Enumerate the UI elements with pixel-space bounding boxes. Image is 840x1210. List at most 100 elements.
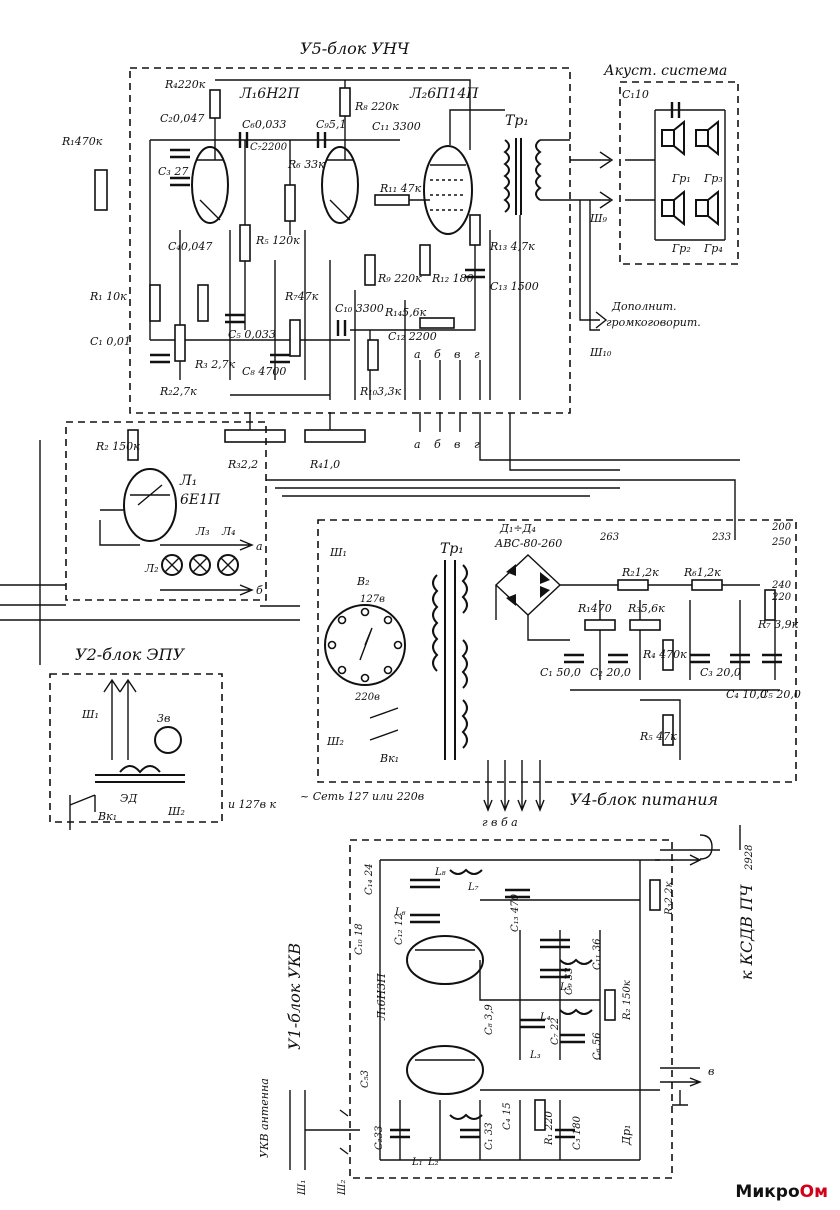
speaker-gr1-label: Гр₁ bbox=[671, 172, 691, 185]
u1-tube-label: Л₁6Н3П bbox=[375, 973, 388, 1021]
u1-c14-label: C₁₄ 24 bbox=[364, 863, 375, 895]
u2-a-label: а bbox=[256, 540, 263, 553]
u4-c1-label: C₁ 50,0 bbox=[540, 666, 581, 679]
u4-block-title: У4-блок питания bbox=[570, 790, 718, 809]
u4-c4-label: C₄ 10,0 bbox=[726, 688, 767, 701]
speaker-gr2-icon bbox=[661, 189, 685, 227]
u4-c5 bbox=[762, 653, 782, 664]
u5-r1b-label: R₁ 10к bbox=[89, 290, 127, 303]
u1-c11-label: C₁₁ 36 bbox=[592, 938, 603, 970]
u1-antenna-label: УКВ антенна bbox=[258, 1078, 271, 1158]
u2-sh2-label: Ш₂ bbox=[167, 805, 185, 818]
u5-r14 bbox=[419, 317, 455, 329]
u1-c13-label: C₁₃ 470 bbox=[510, 893, 521, 932]
u5-c6-label: C₆0,033 bbox=[242, 118, 286, 131]
u4-c2-label: C₂ 20,0 bbox=[590, 666, 631, 679]
u5-letter-b-bottom: б bbox=[434, 438, 441, 451]
u1-l6-label: L₆ bbox=[394, 907, 406, 918]
u4-block-border bbox=[317, 519, 797, 783]
u5-letter-g-bottom: г bbox=[474, 438, 480, 451]
u5-r11 bbox=[374, 194, 410, 206]
speaker-gr2-label: Гр₂ bbox=[671, 242, 691, 255]
u1-c2 bbox=[390, 1128, 410, 1139]
u5-c9 bbox=[316, 132, 327, 148]
u5-r3 bbox=[197, 284, 209, 322]
u5-r1b bbox=[149, 284, 161, 322]
u5-tube-l2: Л₂6П14П bbox=[409, 86, 479, 235]
u5-r13 bbox=[469, 214, 481, 246]
speaker-system-title: Акуст. система bbox=[603, 63, 727, 79]
u2-tube-label: 6Е1П bbox=[180, 492, 221, 508]
u5-c9-label: C₉5,1 bbox=[316, 118, 346, 131]
u5-r2 bbox=[174, 324, 186, 362]
u4-switch-vk1[interactable] bbox=[369, 707, 399, 741]
u2-motor-label: 3в bbox=[157, 712, 170, 725]
u1-l2-label: L₂ bbox=[427, 1157, 439, 1168]
u1-r3-label: R₃2,2к bbox=[664, 882, 675, 916]
u4-sh1-label: Ш₁ bbox=[329, 546, 347, 559]
u5-c13 bbox=[465, 268, 485, 279]
u4-r5 bbox=[662, 714, 674, 746]
u1-r2 bbox=[604, 989, 616, 1021]
u5-c13-label: C₁₃ 1500 bbox=[490, 280, 539, 293]
u1-c10-label: C₁₀ 18 bbox=[354, 923, 365, 955]
speaker-c1 bbox=[670, 102, 681, 118]
u4-240v-label: 240 bbox=[771, 580, 792, 591]
u4-c4 bbox=[730, 653, 750, 664]
u1-c9 bbox=[540, 968, 570, 979]
u2-mains-label: и 127в к bbox=[228, 798, 276, 811]
u4-tr1-label: Тр₁ bbox=[440, 541, 464, 557]
u5-r4-label: R₄220к bbox=[164, 78, 206, 91]
u1-kcdv-label: к КСДВ ПЧ bbox=[737, 884, 756, 980]
u1-c2-label: C₂33 bbox=[374, 1126, 385, 1150]
u1-r1-label: R₁ 220 bbox=[544, 1111, 555, 1146]
u2-lamp-l3-icon bbox=[189, 554, 211, 576]
u1-dr1-label: Др₁ bbox=[620, 1125, 633, 1146]
u5-output-transformer: Тр₁ bbox=[503, 113, 542, 215]
u5-c1b-label: C₁ 0,01 bbox=[90, 335, 131, 348]
u4-r7 bbox=[764, 589, 776, 621]
u5-r5 bbox=[239, 224, 251, 262]
u5-output-arrows bbox=[419, 360, 481, 400]
u2-sh1-label: Ш₁ bbox=[81, 708, 99, 721]
u5-r4 bbox=[209, 89, 221, 119]
u1-block-title: У1-блок УКВ bbox=[285, 943, 304, 1050]
u1-c4-label: C₄ 15 bbox=[502, 1102, 513, 1130]
u5-c6 bbox=[238, 132, 249, 148]
u5-r10 bbox=[367, 339, 379, 371]
u4-bridge-label: АВС-80-260 bbox=[494, 537, 562, 550]
u1-c6 bbox=[560, 1033, 585, 1044]
u1-r3 bbox=[649, 879, 661, 911]
u5-block-border bbox=[129, 67, 571, 414]
u1-c12 bbox=[410, 913, 440, 924]
u5-c4-label: C₄0,047 bbox=[168, 240, 212, 253]
u4-r4-label: R₄ 470к bbox=[642, 648, 687, 661]
inter-block-bus bbox=[0, 413, 740, 665]
u4-c3-label: C₃ 20,0 bbox=[700, 666, 741, 679]
speaker-gr4-icon bbox=[695, 189, 719, 227]
u5-amplifier-block: У5-блок УНЧ Л₁6Н2П Л₂6П14П Тр₁ bbox=[61, 39, 571, 471]
u1-block-border bbox=[349, 839, 673, 1179]
u5-c8-label: C₈ 4700 bbox=[242, 365, 286, 378]
u4-r5-label: R₅ 47к bbox=[639, 730, 677, 743]
u5-c5 bbox=[225, 313, 245, 324]
extra-speaker-line1: Дополнит. bbox=[611, 300, 677, 313]
u4-voltage-selector[interactable] bbox=[324, 604, 406, 686]
u5-c1b bbox=[150, 353, 170, 364]
u2-lamp-l4-icon bbox=[217, 554, 239, 576]
u2-upper-border bbox=[65, 421, 267, 601]
u2-b-label: б bbox=[256, 584, 263, 597]
u4-200v-label: 200 bbox=[771, 522, 792, 533]
u5-r13-label: R₁₃ 4,7к bbox=[489, 240, 535, 253]
speaker-sh10-label: Ш₁₀ bbox=[589, 346, 612, 359]
u2-l1-label: Л₁ bbox=[179, 473, 197, 489]
u1-c3-label: C₃ 180 bbox=[572, 1115, 583, 1150]
u5-letter-a: а bbox=[414, 348, 421, 361]
u5-wiring bbox=[149, 79, 570, 430]
u5-r14-label: R₁₄5,6к bbox=[384, 306, 427, 319]
u1-l7-label: L₇ bbox=[467, 882, 479, 893]
u4-r4 bbox=[662, 639, 674, 671]
u5-r3b-pot bbox=[224, 429, 286, 443]
u1-c11 bbox=[540, 938, 570, 949]
u4-r2 bbox=[617, 579, 649, 591]
